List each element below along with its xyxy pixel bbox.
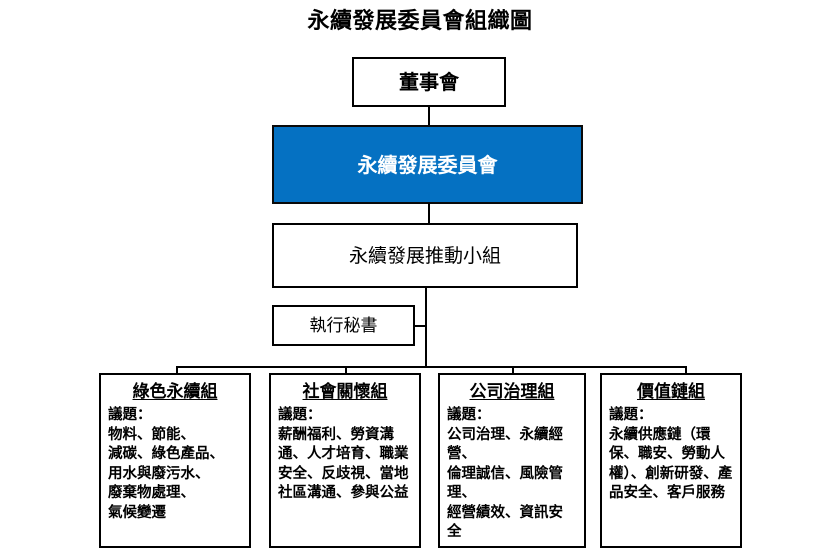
connector-drop-group-3 bbox=[512, 366, 514, 374]
group-title-green-sustainability: 綠色永續組 bbox=[132, 382, 218, 402]
node-sustainability-committee-label: 永續發展委員會 bbox=[357, 152, 498, 177]
node-executive-secretary[interactable]: 執行秘書 bbox=[272, 305, 415, 346]
connector-promotion-trunk bbox=[425, 288, 427, 367]
node-executive-secretary-label: 執行秘書 bbox=[309, 315, 378, 336]
group-title-corporate-governance: 公司治理組 bbox=[469, 382, 555, 402]
node-board-of-directors-label: 董事會 bbox=[399, 70, 459, 94]
group-body-green-sustainability: 議題： 物料、節能、 減碳、綠色產品、 用水與廢污水、 廢棄物處理、 氣候變遷 bbox=[108, 407, 224, 521]
connector-committee-to-promotion bbox=[428, 203, 430, 224]
group-title-value-chain: 價值鏈組 bbox=[637, 382, 705, 402]
connector-drop-group-1 bbox=[176, 366, 178, 374]
group-title-social-care: 社會關懷組 bbox=[302, 382, 388, 402]
connector-drop-group-4 bbox=[685, 366, 687, 374]
group-body-value-chain: 議題： 永續供應鏈（環保、職安、勞動人權）、創新研發、產品安全、客戶服務 bbox=[609, 407, 733, 501]
node-promotion-team-label: 永續發展推動小組 bbox=[348, 244, 501, 267]
group-body-corporate-governance: 議題： 公司治理、永續經營、 倫理誠信、風險管理、 經營績效、資訊安全 bbox=[447, 407, 563, 540]
node-sustainability-committee[interactable]: 永續發展委員會 bbox=[272, 125, 583, 204]
node-promotion-team[interactable]: 永續發展推動小組 bbox=[272, 223, 578, 288]
connector-board-to-committee bbox=[428, 106, 430, 126]
connector-group-bus bbox=[176, 366, 687, 368]
connector-secretary-stub bbox=[413, 325, 427, 327]
page-title: 永續發展委員會組織圖 bbox=[307, 9, 533, 34]
group-box-green-sustainability[interactable]: 綠色永續組 議題： 物料、節能、 減碳、綠色產品、 用水與廢污水、 廢棄物處理、… bbox=[99, 373, 251, 548]
group-box-social-care[interactable]: 社會關懷組 議題： 薪酬福利、勞資溝通、人才培育、職業安全、反歧視、當地社區溝通… bbox=[269, 373, 421, 548]
node-board-of-directors[interactable]: 董事會 bbox=[352, 57, 506, 107]
group-box-value-chain[interactable]: 價值鏈組 議題： 永續供應鏈（環保、職安、勞動人權）、創新研發、產品安全、客戶服… bbox=[600, 373, 742, 548]
group-box-corporate-governance[interactable]: 公司治理組 議題： 公司治理、永續經營、 倫理誠信、風險管理、 經營績效、資訊安… bbox=[438, 373, 586, 548]
connector-drop-group-2 bbox=[345, 366, 347, 374]
group-body-social-care: 議題： 薪酬福利、勞資溝通、人才培育、職業安全、反歧視、當地社區溝通、參與公益 bbox=[278, 407, 409, 501]
